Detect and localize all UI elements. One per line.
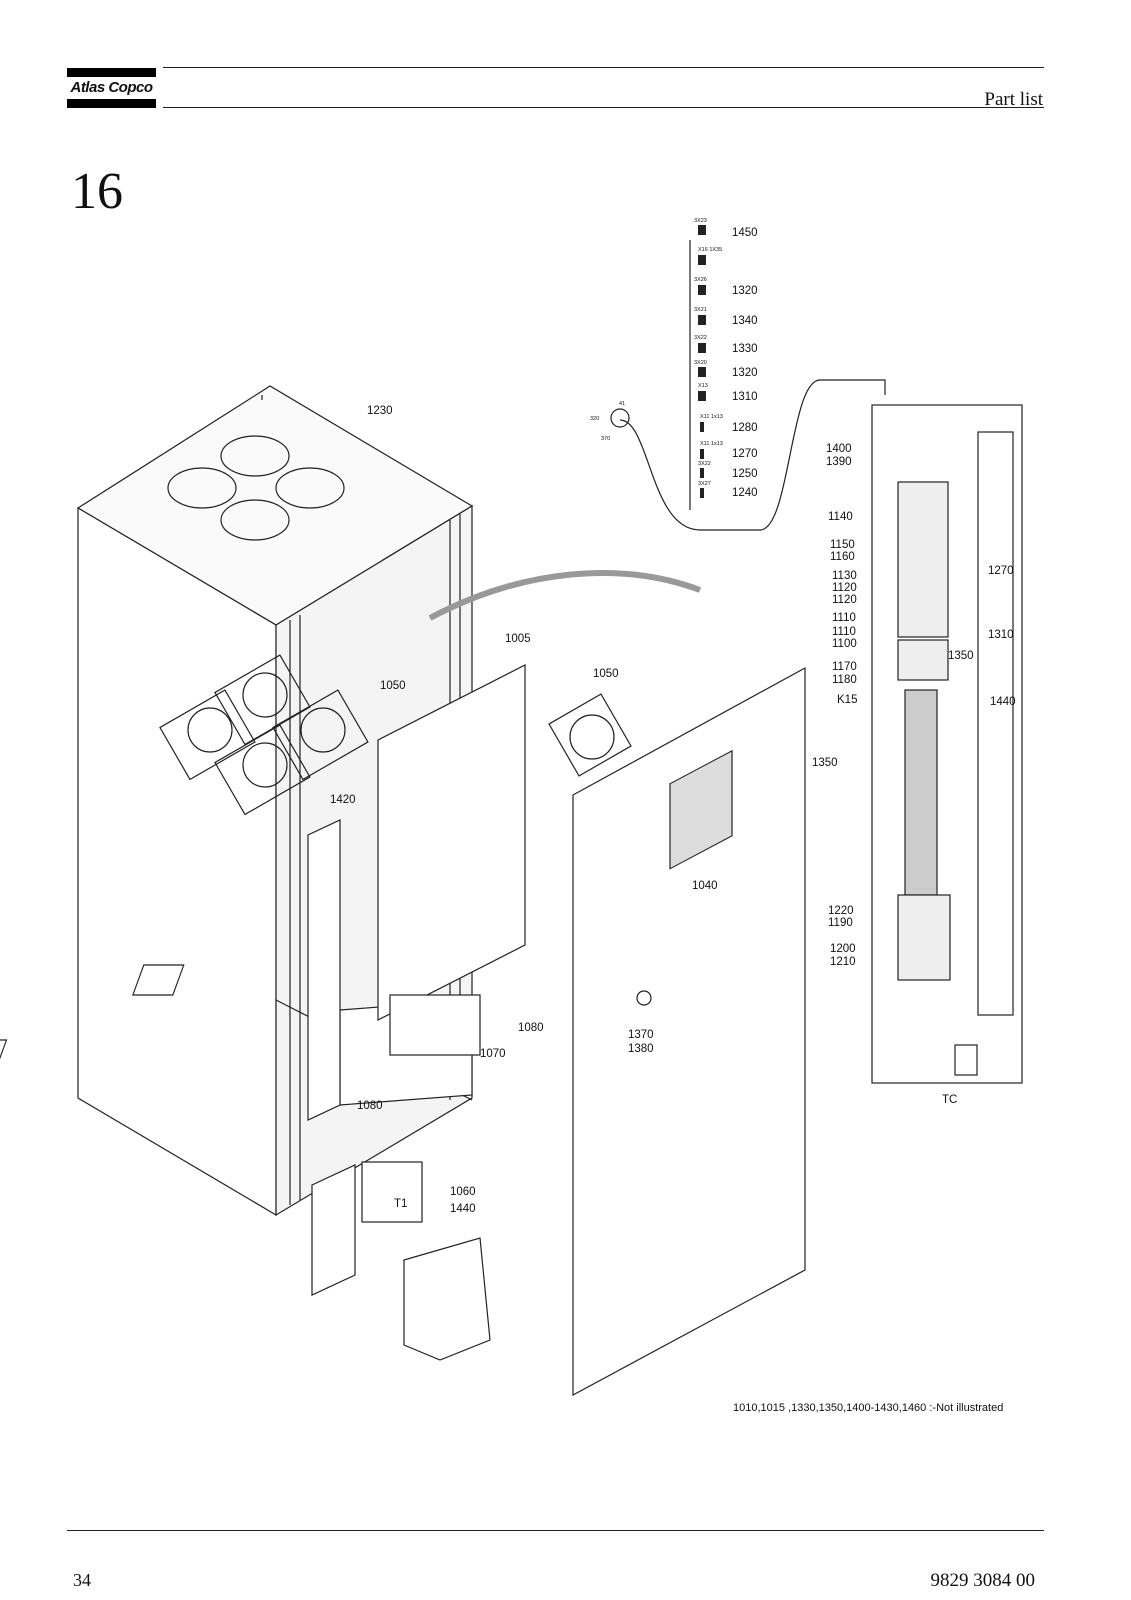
panel-callout-7: 1120 <box>832 582 857 594</box>
panel-callout-8: 1120 <box>832 594 857 606</box>
connector-label-1: 1450 <box>732 227 758 239</box>
connector-tag-2: X16 1X35 <box>698 247 722 253</box>
callout-cabinet-6: 1070 <box>480 1048 506 1060</box>
connector-tag-8: X11 1x13 <box>700 414 723 420</box>
page-number: 34 <box>73 1570 91 1590</box>
connector-label-5: 1320 <box>732 367 758 379</box>
panel-callout-5: 1160 <box>830 551 855 563</box>
panel-callout-11: 1100 <box>832 638 857 650</box>
cable-duct <box>307 819 341 1121</box>
cabinet-door <box>572 666 806 1397</box>
connector-label-3: 1340 <box>732 315 758 327</box>
callout-cabinet-4: 1420 <box>330 794 356 806</box>
panel-callout-12: 1170 <box>832 661 857 673</box>
callout-door-4: 1380 <box>628 1043 654 1055</box>
footer-rule <box>67 1530 1044 1531</box>
document-number: 9829 3084 00 <box>930 1570 1036 1591</box>
connector-label-9: 1250 <box>732 468 758 480</box>
panel-callout-16: 1220 <box>828 905 854 917</box>
connector-label-2: 1320 <box>732 285 758 297</box>
sensor-tag-2: 320 <box>590 416 599 422</box>
connector-tag-10: 3X22 <box>698 461 711 467</box>
panel-callout-3: 1140 <box>828 511 853 523</box>
section-label: Part list <box>984 89 1043 110</box>
transformer <box>361 1161 423 1223</box>
breaker <box>389 994 481 1056</box>
panel-right-callout-3: 1350 <box>948 650 974 662</box>
connector-tag-7: X13 <box>698 383 708 389</box>
sensor-tag-1: 41 <box>619 401 625 407</box>
header-rule-bottom <box>163 107 1044 108</box>
drive-unit <box>403 1237 491 1361</box>
connector-tag-1: 3X23 <box>694 218 707 224</box>
cabinet-fans <box>159 654 632 816</box>
panel-callout-6: 1130 <box>832 570 857 582</box>
mounting-plate <box>377 664 526 1021</box>
panel-right-callout-2: 1310 <box>988 629 1014 641</box>
callout-cabinet-2: 1050 <box>380 680 406 692</box>
panel-callout-17: 1190 <box>828 917 853 929</box>
panel-callout-4: 1150 <box>830 539 855 551</box>
panel-callout-9: 1110 <box>832 612 856 624</box>
callout-cabinet-8: 1060 <box>450 1186 476 1198</box>
panel-right-callout-1: 1270 <box>988 565 1014 577</box>
connector-tag-9: X11 1x13 <box>700 441 723 447</box>
transformer-tag: T1 <box>394 1198 407 1210</box>
callout-cabinet-9: 1440 <box>450 1203 476 1215</box>
connector-tag-11: 3X27 <box>698 481 711 487</box>
header-rule-top <box>163 67 1044 68</box>
panel-callout-1: 1400 <box>826 443 852 455</box>
logo-bar-bottom <box>67 99 156 108</box>
connector-label-4: 1330 <box>732 343 758 355</box>
panel-callout-10: 1110 <box>832 626 856 638</box>
panel-callout-19: 1210 <box>830 956 856 968</box>
connector-label-7: 1280 <box>732 422 758 434</box>
sensor-tag-3: 370 <box>601 436 610 442</box>
connector-label-8: 1270 <box>732 448 758 460</box>
section-number: 16 <box>71 163 123 220</box>
connector-label-10: 1240 <box>732 487 758 499</box>
connector-tag-3: 3X26 <box>694 277 707 283</box>
callout-cabinet-7: 1080 <box>357 1100 383 1112</box>
logo-bar-top <box>67 68 156 77</box>
callout-cabinet-1: 1230 <box>367 405 393 417</box>
callout-door-1: 1050 <box>593 668 619 680</box>
callout-cabinet-5: 1080 <box>518 1022 544 1034</box>
callout-door-2: 1040 <box>692 880 718 892</box>
brand-logo: Atlas Copco <box>70 79 153 96</box>
panel-callout-15: 1350 <box>812 757 838 769</box>
connector-tag-5: 3X22 <box>694 335 707 341</box>
panel-callout-14: K15 <box>837 694 857 706</box>
connector-label-6: 1310 <box>732 391 758 403</box>
panel-right-callout-5: TC <box>942 1094 957 1106</box>
panel-callout-13: 1180 <box>832 674 857 686</box>
panel-callout-18: 1200 <box>830 943 856 955</box>
panel-right-callout-4: 1440 <box>990 696 1016 708</box>
connector-tag-6: 3X20 <box>694 360 707 366</box>
connector-tag-4: 3X21 <box>694 307 707 313</box>
not-illustrated-note: 1010,1015 ,1330,1350,1400-1430,1460 :-No… <box>733 1402 1003 1414</box>
panel-callout-2: 1390 <box>826 456 852 468</box>
callout-cabinet-3: 1005 <box>505 633 531 645</box>
callout-door-3: 1370 <box>628 1029 654 1041</box>
